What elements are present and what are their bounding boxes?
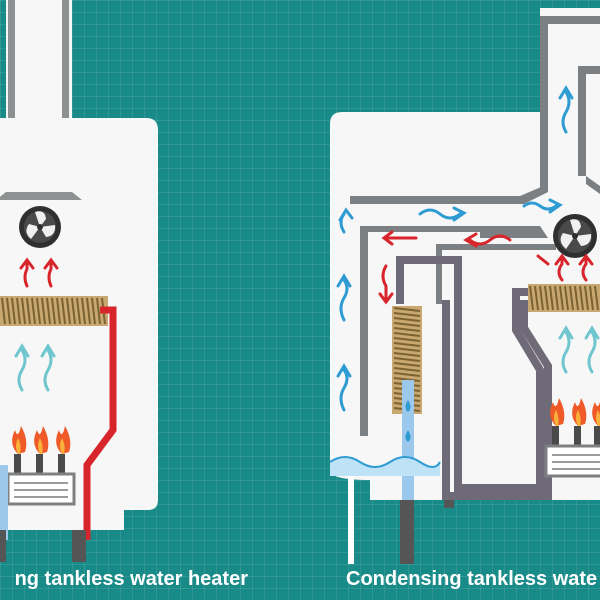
water-drop-icon [405, 400, 411, 442]
coil-stripe [1, 297, 6, 325]
left-flue-wall-left [8, 0, 15, 192]
coil-stripe [393, 312, 421, 317]
coil-stripe [393, 322, 421, 327]
condensing-loop [442, 300, 552, 500]
coil-stripe [393, 362, 421, 367]
condensing-heater [329, 8, 600, 564]
condensate-drain [348, 476, 354, 564]
left-heat-exchanger [0, 296, 108, 326]
coil-stripe [393, 342, 421, 347]
right-pipe-leg [400, 500, 414, 564]
inner-duct-hood [480, 226, 548, 238]
coil-stripe [31, 297, 36, 325]
coil-stripe [549, 285, 554, 311]
hot-gas-arrows [19, 257, 59, 288]
inner-duct-left [360, 226, 368, 436]
flame-icon [550, 398, 565, 426]
flame-icon [34, 426, 49, 454]
coil-stripe [539, 285, 544, 311]
coil-stripe [56, 297, 61, 325]
coil-stripe [41, 297, 46, 325]
condensate-pool [330, 457, 440, 476]
flame-icon [572, 398, 587, 426]
flame-icon [56, 426, 71, 454]
condensing-pipe-outer [396, 256, 544, 492]
coil-stripe [393, 337, 421, 342]
coil-stripe [589, 285, 594, 311]
right-unit-cabinet [330, 8, 600, 500]
inner-duct-top [360, 226, 480, 232]
coil-stripe [393, 332, 421, 337]
exhaust-stack-top [540, 16, 600, 24]
inner-duct-right [436, 244, 442, 304]
coil-stripe [6, 297, 11, 325]
coil-stripe [96, 297, 101, 325]
coil-stripe [574, 285, 579, 311]
primary-heat-exchanger [528, 284, 600, 312]
coil-stripe [71, 297, 76, 325]
coil-stripe [594, 285, 599, 311]
coil-stripe [91, 297, 96, 325]
coil-stripe [61, 297, 66, 325]
coil-stripe [393, 327, 421, 332]
left-flue-hood [0, 192, 82, 200]
coil-stripe [534, 285, 539, 311]
left-cold-water-inlet [0, 465, 8, 540]
coil-stripe [393, 377, 421, 382]
exhaust-stack-inner-wall [578, 66, 586, 176]
coil-stripe [584, 285, 589, 311]
coil-stripe [36, 297, 41, 325]
vapor-arrows-right [558, 325, 600, 374]
coil-stripe [51, 297, 56, 325]
exhaust-duct-diag [586, 176, 600, 194]
coil-stripe [393, 357, 421, 362]
exhaust-stack-wall-left [540, 16, 548, 188]
fan-icon [553, 214, 597, 258]
non-condensing-heater [0, 0, 158, 562]
coil-stripe [86, 297, 91, 325]
coil-stripe [554, 285, 559, 311]
coil-stripe [529, 285, 534, 311]
coil-stripe [393, 307, 421, 312]
hot-gas-arrows-right [378, 230, 594, 305]
condensing-caption: Condensing tankless wate [346, 568, 598, 590]
coil-stripe [21, 297, 26, 325]
coil-stripe [393, 372, 421, 377]
non-condensing-caption: ng tankless water heater [14, 568, 248, 590]
coil-stripe [564, 285, 569, 311]
coil-stripe [393, 347, 421, 352]
exhaust-stack-cap [578, 66, 600, 74]
coil-stripe [393, 352, 421, 357]
coil-stripe [46, 297, 51, 325]
coil-stripe [569, 285, 574, 311]
flame-icon [12, 426, 27, 454]
hot-water-line [83, 306, 117, 540]
left-pipe-leg-2 [72, 530, 86, 562]
left-flue-wall-right [62, 0, 69, 192]
coil-stripe [11, 297, 16, 325]
coil-stripe [579, 285, 584, 311]
coil-stripe [26, 297, 31, 325]
coil-stripe [393, 317, 421, 322]
coil-stripe [16, 297, 21, 325]
flame-icon [592, 401, 600, 426]
left-burner [6, 426, 76, 506]
wavy-arrow-icon [336, 85, 574, 412]
coil-stripe [66, 297, 71, 325]
vapor-arrows [14, 343, 56, 392]
right-pipe-leg-2 [444, 500, 454, 508]
coil-stripe [544, 285, 549, 311]
coil-stripe [559, 285, 564, 311]
coil-stripe [393, 367, 421, 372]
coil-stripe [81, 297, 86, 325]
fan-icon [19, 206, 61, 248]
coil-stripe [76, 297, 81, 325]
left-pipe-leg [0, 530, 6, 562]
inner-duct-mid [436, 244, 556, 250]
exhaust-duct-top [350, 184, 548, 204]
right-burner [544, 398, 600, 478]
